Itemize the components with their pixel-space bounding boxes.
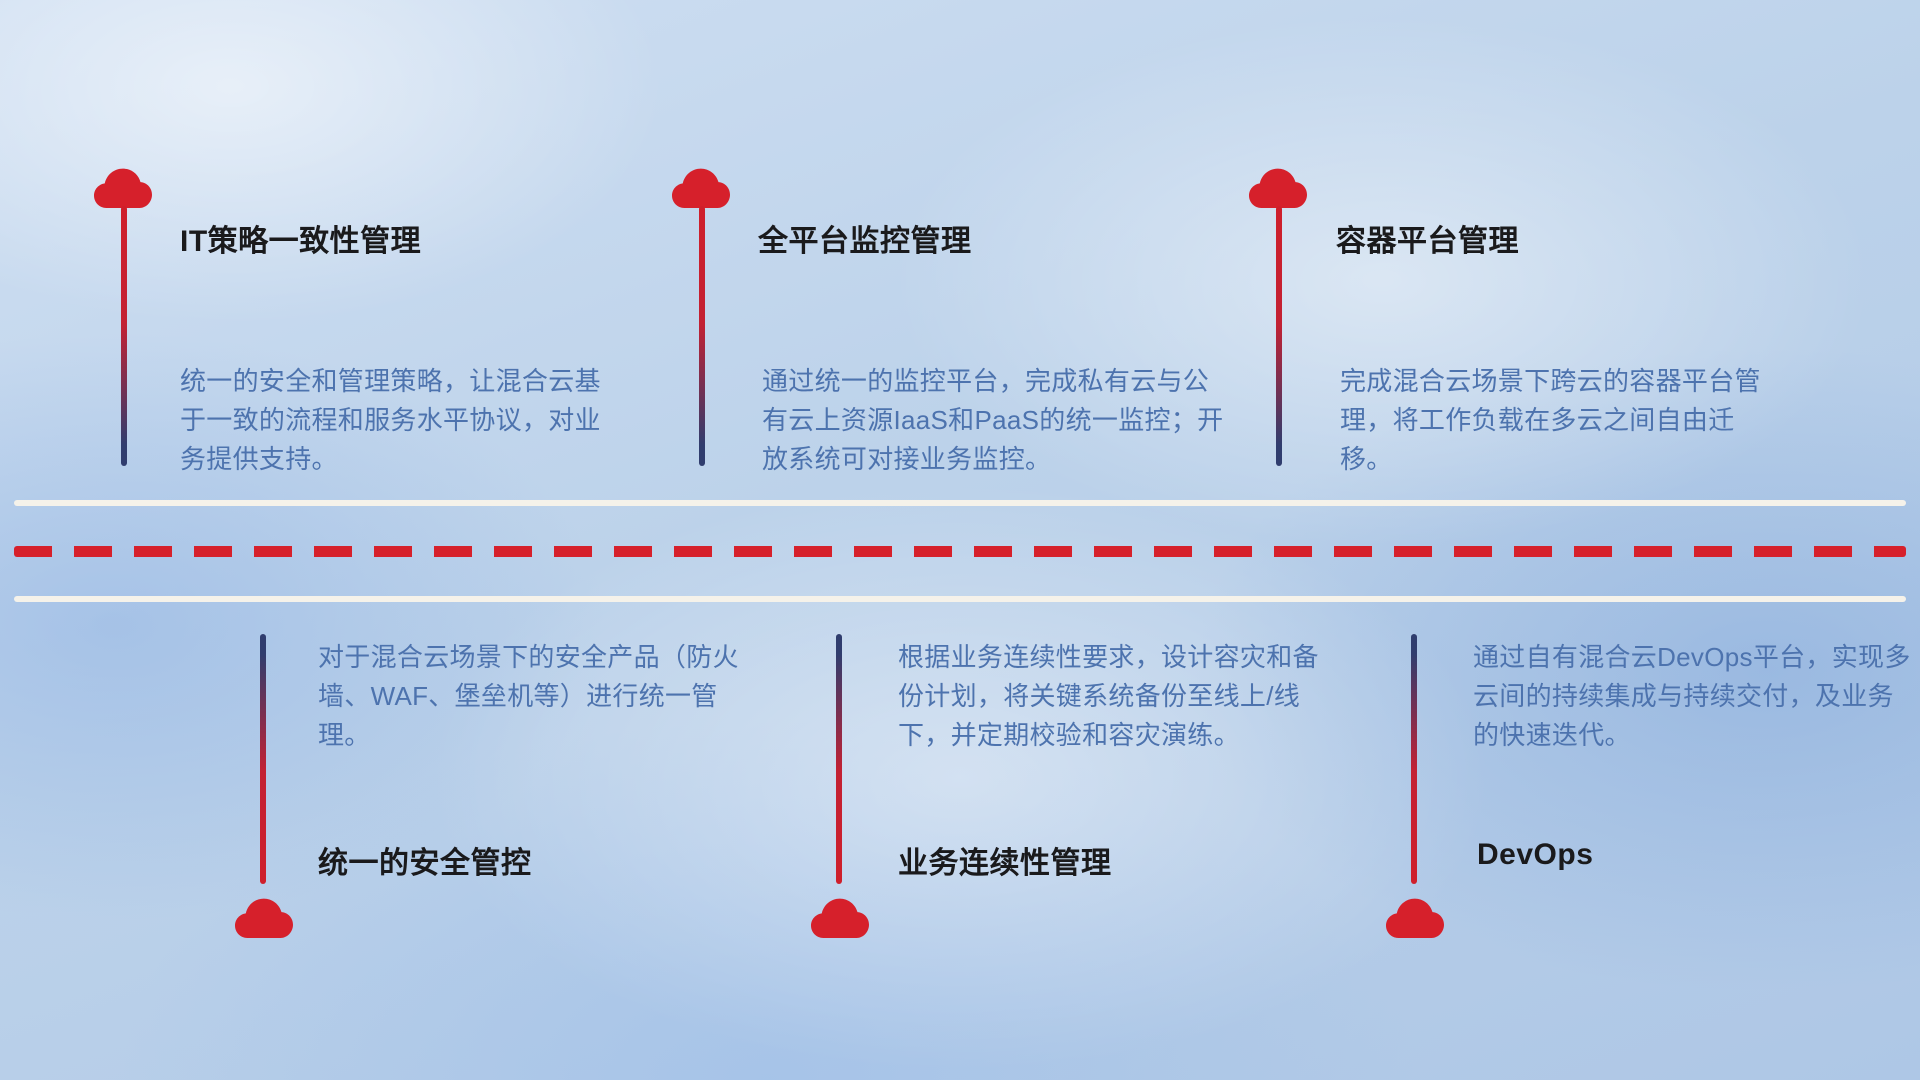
item-description: 统一的安全和管理策略，让混合云基于一致的流程和服务水平协议，对业务提供支持。	[180, 366, 601, 474]
timeline-stem	[699, 206, 705, 466]
timeline-stem	[121, 206, 127, 466]
item-description: 通过统一的监控平台，完成私有云与公有云上资源IaaS和PaaS的统一监控；开放系…	[762, 366, 1224, 474]
timeline-stem	[1411, 634, 1417, 884]
cloud-icon	[1249, 168, 1307, 209]
road-edge-line	[14, 596, 1906, 602]
cloud-icon	[94, 168, 152, 209]
timeline-stem	[836, 634, 842, 884]
timeline-stem	[1276, 206, 1282, 466]
timeline-stem	[260, 634, 266, 884]
road-edge-line	[14, 500, 1906, 506]
item-description: 对于混合云场景下的安全产品（防火墙、WAF、堡垒机等）进行统一管理。	[318, 642, 739, 750]
cloud-icon	[811, 898, 869, 939]
cloud-icon	[235, 898, 293, 939]
item-description: 通过自有混合云DevOps平台，实现多云间的持续集成与持续交付，及业务的快速迭代…	[1473, 642, 1911, 750]
item-title: 业务连续性管理	[898, 847, 1112, 880]
item-description: 完成混合云场景下跨云的容器平台管理，将工作负载在多云之间自由迁移。	[1340, 366, 1761, 474]
cloud-icon	[672, 168, 730, 209]
item-title: 统一的安全管控	[318, 847, 532, 880]
item-title: IT策略一致性管理	[180, 225, 422, 258]
item-description: 根据业务连续性要求，设计容灾和备份计划，将关键系统备份至线上/线下，并定期校验和…	[898, 642, 1319, 750]
road-dashed-line	[14, 546, 1906, 557]
cloud-icon	[1386, 898, 1444, 939]
item-title: 容器平台管理	[1336, 225, 1519, 258]
item-title: DevOps	[1477, 838, 1594, 871]
item-title: 全平台监控管理	[758, 225, 972, 258]
